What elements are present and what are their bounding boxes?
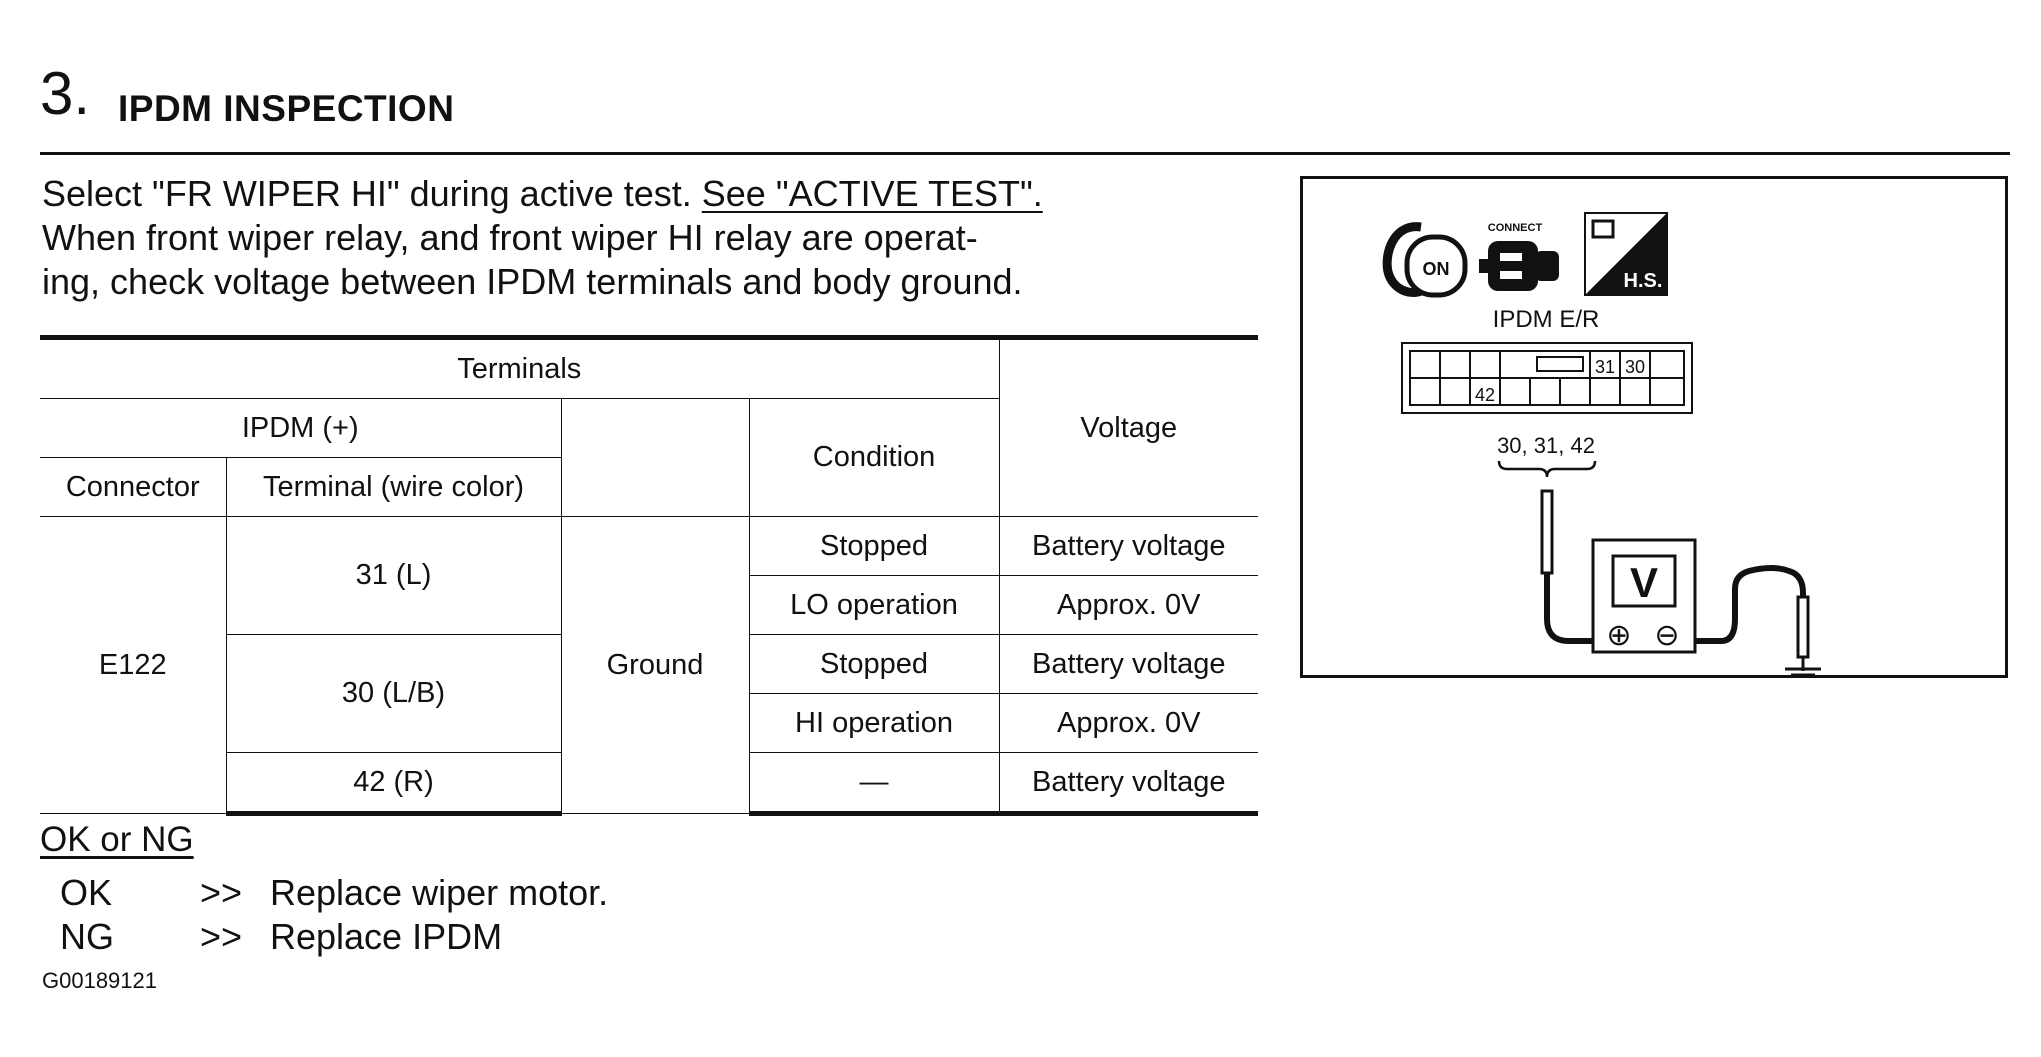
terminal-voltage-table: Terminals Voltage IPDM (+) Condition Con… bbox=[40, 335, 1259, 816]
condition-cell: — bbox=[748, 752, 1000, 816]
condition-cell: Stopped bbox=[748, 634, 1000, 694]
table-row: LO operation Approx. 0V bbox=[40, 575, 1259, 635]
pin-42-label: 42 bbox=[1475, 385, 1495, 405]
meter-minus-symbol: ⊖ bbox=[1654, 619, 1679, 652]
voltage-cell: Battery voltage bbox=[998, 634, 1259, 694]
condition-cell: HI operation bbox=[749, 693, 1000, 753]
connector-cell: E122 bbox=[40, 516, 227, 814]
terminal-cell: 30 (L/B) bbox=[226, 634, 562, 753]
voltage-cell: Approx. 0V bbox=[998, 693, 1259, 753]
pin-30-label: 30 bbox=[1625, 357, 1645, 377]
table-row: HI operation Approx. 0V bbox=[40, 693, 1259, 753]
header-ground-column bbox=[560, 398, 750, 517]
hs-icon: H.S. bbox=[1584, 212, 1668, 296]
instruction-line-1: Select "FR WIPER HI" during active test.… bbox=[42, 172, 1272, 216]
voltage-cell: Approx. 0V bbox=[998, 575, 1259, 635]
header-ipdm-plus: IPDM (+) bbox=[40, 398, 562, 458]
probe-pins-label: 30, 31, 42 bbox=[1497, 433, 1595, 458]
connector-title: IPDM E/R bbox=[1493, 306, 1600, 333]
table-row: 30 (L/B) Stopped Battery voltage bbox=[40, 634, 1259, 753]
table-row: 42 (R) — Battery voltage bbox=[40, 752, 1259, 816]
result-ok: OK >> Replace wiper motor. bbox=[60, 872, 608, 914]
voltage-cell: Battery voltage bbox=[998, 516, 1259, 576]
voltage-cell: Battery voltage bbox=[998, 752, 1259, 816]
pin-31-label: 31 bbox=[1595, 357, 1615, 377]
result-code: OK bbox=[60, 872, 113, 913]
header-condition: Condition bbox=[748, 398, 1000, 517]
heading-divider bbox=[40, 152, 2010, 155]
step-title: IPDM INSPECTION bbox=[118, 88, 455, 129]
ground-cell: Ground bbox=[560, 516, 750, 814]
header-terminal-wire: Terminal (wire color) bbox=[225, 457, 561, 517]
header-voltage: Voltage bbox=[998, 335, 1259, 517]
ignition-key-icon: ON bbox=[1382, 222, 1468, 298]
connector-connect-icon: CONNECT bbox=[1479, 222, 1559, 291]
header-terminals: Terminals bbox=[40, 335, 1000, 399]
hs-label: H.S. bbox=[1624, 270, 1663, 292]
connect-label: CONNECT bbox=[1488, 222, 1543, 234]
diagram-svg: ON CONNECT H.S. IPDM E/R bbox=[1382, 212, 1821, 675]
terminal-cell: 31 (L) bbox=[225, 516, 562, 635]
voltmeter-leads bbox=[1540, 489, 1821, 675]
result-heading: OK or NG bbox=[40, 820, 194, 859]
instruction-line-3: ing, check voltage between IPDM terminal… bbox=[42, 261, 1023, 302]
result-arrow: >> bbox=[200, 916, 243, 957]
result-action: Replace wiper motor. bbox=[270, 872, 609, 913]
figure-id: G00189121 bbox=[42, 968, 157, 993]
voltmeter-icon: V ⊕ ⊖ bbox=[1591, 538, 1697, 654]
condition-cell: Stopped bbox=[748, 516, 1000, 576]
header-connector: Connector bbox=[40, 457, 227, 517]
condition-cell: LO operation bbox=[749, 575, 1000, 635]
meter-label: V bbox=[1630, 559, 1658, 606]
result-arrow: >> bbox=[200, 872, 243, 913]
meter-plus-symbol: ⊕ bbox=[1606, 619, 1631, 652]
result-ng: NG >> Replace IPDM bbox=[60, 916, 502, 958]
ipdm-inspection-diagram: ON CONNECT H.S. IPDM E/R bbox=[1300, 176, 2008, 678]
step-number: 3. bbox=[40, 60, 91, 127]
instructions: Select "FR WIPER HI" during active test.… bbox=[42, 172, 1272, 304]
ipdm-connector: 31 30 42 bbox=[1401, 342, 1693, 414]
terminal-cell: 42 (R) bbox=[226, 752, 562, 816]
result-action: Replace IPDM bbox=[270, 916, 503, 957]
ignition-on-label: ON bbox=[1423, 259, 1450, 279]
result-code: NG bbox=[60, 916, 114, 957]
instruction-line-2: When front wiper relay, and front wiper … bbox=[42, 217, 978, 258]
probe-bracket bbox=[1497, 460, 1597, 478]
instruction-text: Select "FR WIPER HI" during active test. bbox=[42, 173, 702, 214]
active-test-link[interactable]: See "ACTIVE TEST". bbox=[701, 173, 1043, 214]
table-row: E122 31 (L) Ground Stopped Battery volta… bbox=[40, 516, 1259, 814]
